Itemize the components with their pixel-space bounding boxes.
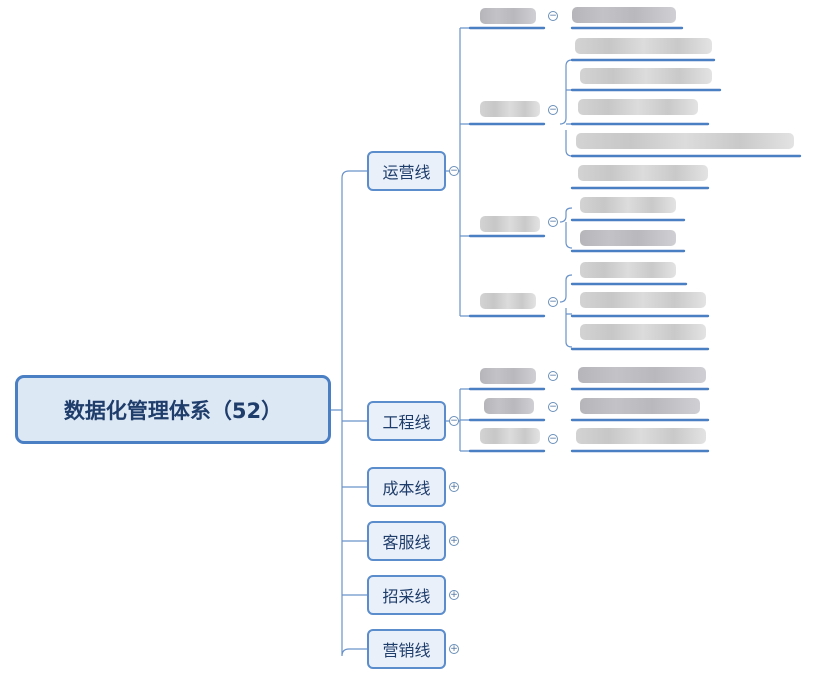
branch-node-cost[interactable]: 成本线 [367,467,446,507]
branch-label: 客服线 [382,533,431,552]
collapse-toggle-icon[interactable]: − [449,416,459,426]
collapse-toggle-icon[interactable]: − [548,297,558,307]
connector-ops-group4 [559,274,573,348]
expand-toggle-icon[interactable]: + [449,644,459,654]
collapse-toggle-icon[interactable]: − [548,371,558,381]
blurred-leaf[interactable] [572,7,676,23]
blurred-subnode[interactable] [484,398,534,414]
blurred-leaf[interactable] [578,165,708,181]
branch-label: 运营线 [382,163,431,182]
connector-ops [331,170,367,411]
blurred-leaf[interactable] [580,68,712,84]
collapse-toggle-icon[interactable]: − [548,217,558,227]
expand-toggle-icon[interactable]: + [449,590,459,600]
blurred-subnode[interactable] [480,101,540,117]
branch-node-buy[interactable]: 招采线 [367,575,446,615]
branch-node-eng[interactable]: 工程线 [367,401,446,441]
expand-toggle-icon[interactable]: + [449,482,459,492]
branch-label: 营销线 [382,641,431,660]
root-node[interactable]: 数据化管理体系（52） [15,375,331,444]
collapse-toggle-icon[interactable]: − [548,434,558,444]
connector-ops-group2 [559,59,573,157]
blurred-leaf[interactable] [580,398,700,414]
blurred-leaf[interactable] [580,324,706,340]
connector-main-trunk [341,410,367,657]
collapse-toggle-icon[interactable]: − [548,402,558,412]
collapse-toggle-icon[interactable]: − [548,105,558,115]
branch-label: 成本线 [382,479,431,498]
blurred-leaf[interactable] [575,38,712,54]
blurred-leaf[interactable] [580,230,676,246]
root-node-label: 数据化管理体系（52） [63,398,283,423]
blurred-leaf[interactable] [576,428,706,444]
blurred-subnode[interactable] [480,428,540,444]
branch-label: 招采线 [382,587,431,606]
blurred-subnode[interactable] [480,293,536,309]
blurred-leaf[interactable] [580,197,676,213]
branch-node-mkt[interactable]: 营销线 [367,629,446,669]
blurred-subnode[interactable] [480,216,540,232]
blurred-subnode[interactable] [480,8,536,24]
collapse-toggle-icon[interactable]: − [449,166,459,176]
blurred-subnode[interactable] [480,368,536,384]
connector-ops-group3 [559,207,573,249]
blurred-leaf[interactable] [578,99,698,115]
blurred-leaf[interactable] [578,367,706,383]
branch-node-svc[interactable]: 客服线 [367,521,446,561]
expand-toggle-icon[interactable]: + [449,536,459,546]
collapse-toggle-icon[interactable]: − [548,11,558,21]
branch-node-ops[interactable]: 运营线 [367,151,446,191]
blurred-leaf[interactable] [576,133,794,149]
branch-label: 工程线 [382,413,431,432]
blurred-leaf[interactable] [580,292,706,308]
blurred-leaf[interactable] [580,262,676,278]
